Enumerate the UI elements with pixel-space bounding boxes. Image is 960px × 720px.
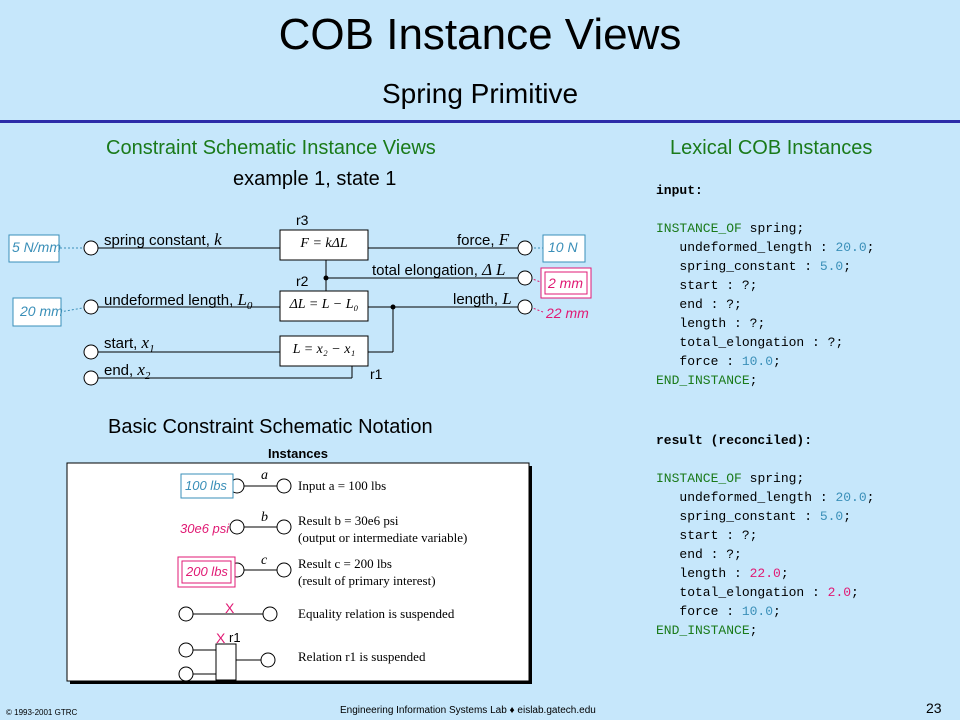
notation-desc-b: Result b = 30e6 psi [298,513,399,528]
result-instance-block: INSTANCE_OF spring; undeformed_length : … [656,471,875,638]
label-start: start, x1 [104,333,155,355]
code-value: ? [827,335,836,350]
copyright: © 1993-2001 GTRC [6,708,78,717]
r1-equation: L = x₂ − x₁ [292,342,356,357]
code-line: spring_constant : 5.0; [656,509,852,524]
code-line: start : ?; [656,278,758,293]
terminal-F [517,240,533,256]
label-spring-constant: spring constant, k [104,230,222,249]
code-line: undeformed_length : 20.0; [656,240,875,255]
code-value: ? [726,547,735,562]
notation-desc-c: Result c = 200 lbs [298,556,392,571]
terminal-k [83,240,99,256]
input-instance-block: INSTANCE_OF spring; undeformed_length : … [656,221,875,388]
notation-desc-c2: (result of primary interest) [298,573,436,588]
suspended-relation-label: r1 [229,630,241,645]
notation-var-b: b [261,510,268,525]
L-value: 22 mm [546,305,589,321]
page-number: 23 [926,700,942,716]
code-value: 10.0 [741,354,774,369]
code-value: ? [726,297,735,312]
r2-equation: ΔL = L − L₀ [289,297,359,312]
left-heading: Constraint Schematic Instance Views [106,137,436,159]
code-value: ? [749,316,758,331]
code-value: 22.0 [749,566,781,581]
label-undeformed-length: undeformed length, L0 [104,290,253,312]
notation-var-c: c [261,553,268,568]
slide-subtitle: Spring Primitive [381,78,579,109]
output-box-dL-inner [544,271,588,295]
output-box-F [542,234,586,263]
notation-heading: Basic Constraint Schematic Notation [108,416,433,438]
code-line: length : 22.0; [656,566,789,581]
notation-value-a: 100 lbs [185,478,227,493]
code-line: end : ?; [656,547,742,562]
terminal-x2 [83,370,99,386]
result-header: result (reconciled): [656,433,813,448]
F-value: 10 N [548,239,578,255]
L0-value: 20 mm [20,303,63,319]
code-value: 2.0 [827,585,852,600]
notation-desc-equality: Equality relation is suspended [298,606,455,621]
terminal-L0 [83,299,99,315]
r3-label: r3 [296,212,309,228]
relation-r1-box [279,335,369,367]
notation-var-a: a [261,468,268,483]
notation-desc-a: Input a = 100 lbs [298,478,387,493]
notation-desc-b2: (output or intermediate variable) [298,530,468,545]
notation-desc-relation: Relation r1 is suspended [298,649,426,664]
code-value: ? [741,528,750,543]
code-line: undeformed_length : 20.0; [656,490,875,505]
relation-r2-box [279,290,369,322]
label-end: end, x2 [104,360,151,382]
code-line: total_elongation : 2.0; [656,585,859,600]
dL-value: 2 mm [548,275,583,291]
notation-frame [66,462,530,682]
suspended-relation-box [215,643,237,681]
code-line: spring_constant : 5.0; [656,259,852,274]
code-value: ? [741,278,750,293]
code-line: force : 10.0; [656,604,781,619]
code-line: force : 10.0; [656,354,781,369]
terminal-L [517,299,533,315]
r1-label: r1 [370,366,383,382]
terminal-dL [517,270,533,286]
slide-title: COB Instance Views [278,10,682,59]
notation-value-b: 30e6 psi [180,521,230,536]
instances-label: Instances [268,446,328,461]
notation-value-c: 200 lbs [186,564,228,579]
code-value: 5.0 [819,509,844,524]
label-force: force, F [457,230,510,249]
k-value: 5 N/mm [12,239,61,255]
notation-input-box [180,473,234,499]
code-line: length : ?; [656,316,766,331]
r3-equation: F = kΔL [300,236,348,251]
label-total-elongation: total elongation, Δ L [372,260,506,279]
code-value: 10.0 [741,604,774,619]
input-box-L0 [12,297,62,327]
code-value: 20.0 [835,240,867,255]
right-heading: Lexical COB Instances [670,137,873,159]
lab-footer: Engineering Information Systems Lab ♦ ei… [340,705,596,716]
title-divider [0,120,960,123]
relation-r3-box [279,229,369,261]
code-line: total_elongation : ?; [656,335,844,350]
code-value: 5.0 [819,259,844,274]
input-header: input: [656,183,703,198]
example-label: example 1, state 1 [233,168,397,190]
suspended-equality-mark: X [225,600,235,616]
code-line: start : ?; [656,528,758,543]
terminal-x1 [83,344,99,360]
suspended-relation-mark: X [216,630,226,646]
code-line: end : ?; [656,297,742,312]
label-length: length, L [453,289,512,308]
input-box-k [8,234,60,263]
code-value: 20.0 [835,490,867,505]
r2-label: r2 [296,273,309,289]
